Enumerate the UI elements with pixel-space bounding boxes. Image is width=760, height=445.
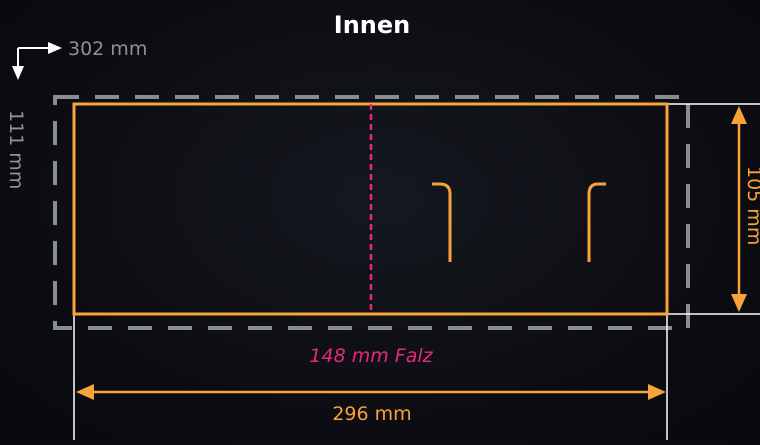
outer-height-label: 111 mm — [5, 110, 27, 189]
bleed-outline — [53, 95, 690, 330]
corner-mark-right — [587, 182, 606, 262]
trim-width-label: 296 mm — [332, 403, 411, 425]
height-dimension-arrow — [731, 106, 747, 312]
fold-label: 148 mm Falz — [309, 345, 433, 367]
direction-arrows-icon — [12, 42, 62, 80]
outer-width-label: 302 mm — [68, 38, 147, 60]
guide-lines — [73, 103, 760, 440]
diagram-title: Innen — [334, 11, 410, 39]
corner-mark-left — [432, 182, 452, 262]
width-dimension-arrow — [76, 384, 666, 400]
trim-height-label: 105 mm — [743, 166, 760, 245]
